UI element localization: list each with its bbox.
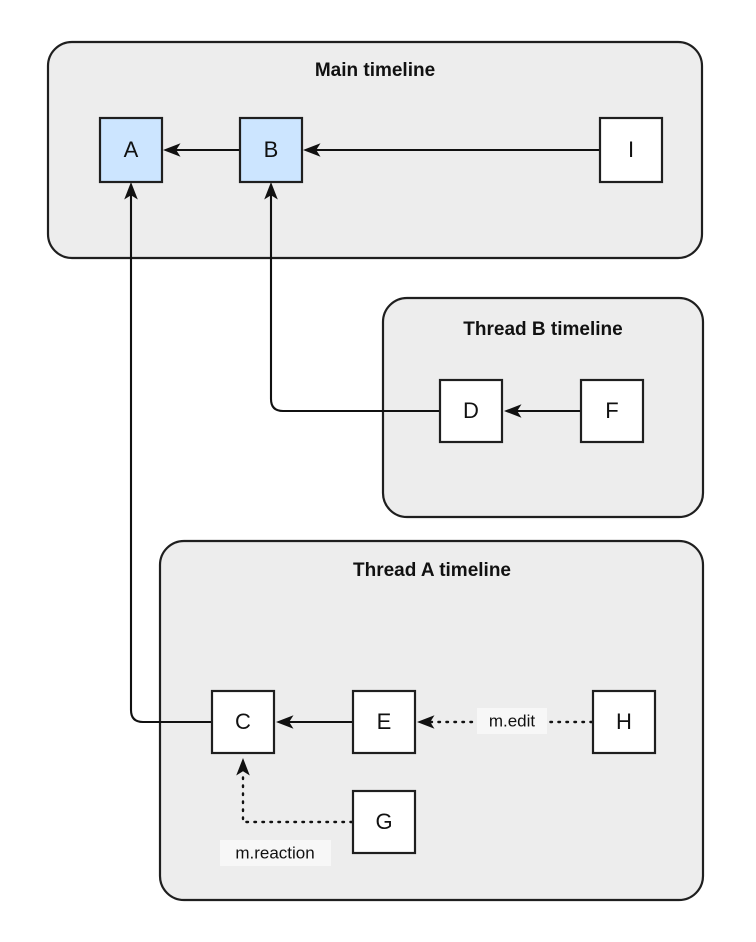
node-f[interactable]: F bbox=[579, 378, 645, 444]
edge-b-to-a bbox=[163, 143, 240, 157]
node-h-label: H bbox=[616, 709, 632, 734]
container-thread-a-timeline-shape bbox=[158, 539, 705, 902]
edge-f-to-d-arrowhead bbox=[504, 404, 522, 418]
node-c-box[interactable] bbox=[210, 689, 276, 755]
edge-label-m-edit-text: m.edit bbox=[489, 711, 536, 730]
node-g-label: G bbox=[375, 809, 392, 834]
node-i-box[interactable] bbox=[598, 116, 664, 184]
container-thread-b-timeline: Thread B timeline bbox=[381, 296, 705, 519]
container-thread-a-timeline: Thread A timeline bbox=[158, 539, 705, 902]
node-d-label: D bbox=[463, 398, 479, 423]
edge-e-to-c bbox=[276, 715, 353, 729]
edge-label-m-reaction-bg bbox=[220, 840, 331, 866]
node-i-label: I bbox=[628, 137, 634, 162]
node-h[interactable]: H bbox=[591, 689, 657, 755]
node-d-box[interactable] bbox=[438, 378, 504, 444]
edge-g-to-c bbox=[236, 758, 354, 824]
edge-d-to-b-line bbox=[269, 193, 440, 413]
node-g[interactable]: G bbox=[351, 789, 417, 855]
edge-c-to-a-line bbox=[129, 193, 212, 724]
edge-h-to-e-arrowhead bbox=[417, 715, 435, 729]
edge-label-m-edit-bg bbox=[477, 708, 547, 734]
node-i[interactable]: I bbox=[598, 116, 664, 184]
edge-i-to-b-arrowhead bbox=[303, 143, 321, 157]
node-b[interactable]: B bbox=[238, 116, 304, 184]
edge-c-to-a bbox=[124, 182, 212, 724]
node-e-box[interactable] bbox=[351, 689, 417, 755]
container-main-timeline-title: Main timeline bbox=[315, 60, 435, 81]
node-f-box[interactable] bbox=[579, 378, 645, 444]
container-thread-b-timeline-shape bbox=[381, 296, 705, 519]
node-c-label: C bbox=[235, 709, 251, 734]
container-thread-a-timeline-title: Thread A timeline bbox=[353, 560, 511, 581]
container-thread-b-timeline-title: Thread B timeline bbox=[463, 319, 622, 340]
node-g-box[interactable] bbox=[351, 789, 417, 855]
edge-label-m-reaction: m.reaction bbox=[220, 840, 331, 866]
node-a-label: A bbox=[124, 137, 139, 162]
node-a-box[interactable] bbox=[98, 116, 164, 184]
edge-label-m-edit: m.edit bbox=[477, 708, 547, 734]
edge-e-to-c-arrowhead bbox=[276, 715, 294, 729]
edge-i-to-b bbox=[303, 143, 600, 157]
node-h-box[interactable] bbox=[591, 689, 657, 755]
node-a[interactable]: A bbox=[98, 116, 164, 184]
node-b-label: B bbox=[264, 137, 279, 162]
edge-d-to-b bbox=[264, 182, 440, 413]
node-b-box[interactable] bbox=[238, 116, 304, 184]
edge-label-m-reaction-text: m.reaction bbox=[235, 843, 314, 862]
edge-g-to-c-arrowhead bbox=[236, 758, 250, 776]
node-c[interactable]: C bbox=[210, 689, 276, 755]
node-e[interactable]: E bbox=[351, 689, 417, 755]
edge-f-to-d bbox=[504, 404, 581, 418]
node-e-label: E bbox=[377, 709, 392, 734]
node-f-label: F bbox=[605, 398, 618, 423]
node-d[interactable]: D bbox=[438, 378, 504, 444]
edge-b-to-a-arrowhead bbox=[163, 143, 181, 157]
edge-c-to-a-arrowhead bbox=[124, 182, 138, 200]
edge-d-to-b-arrowhead bbox=[264, 182, 278, 200]
